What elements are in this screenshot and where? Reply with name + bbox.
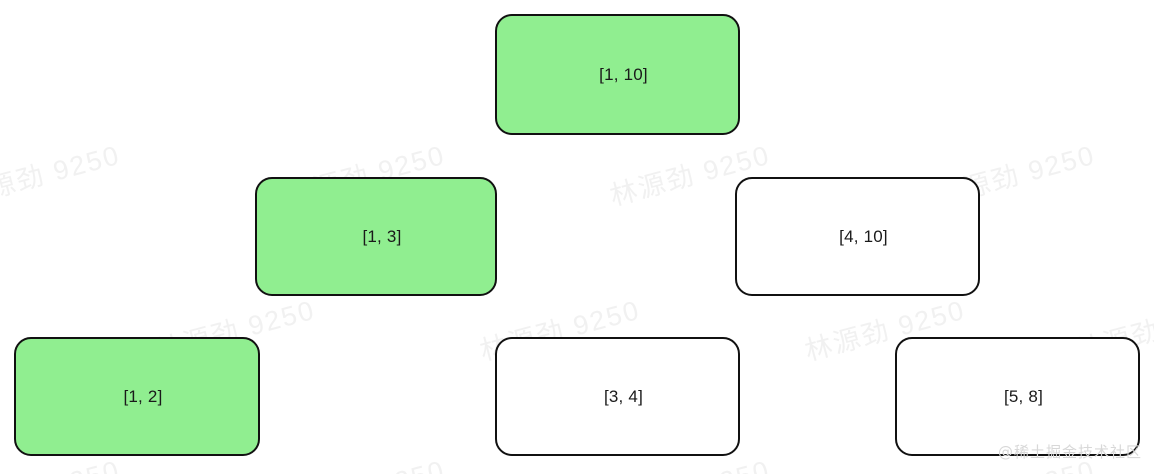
tree-node-label: [4, 10] — [839, 227, 888, 246]
tree-node-1-3[interactable]: [1, 3] — [255, 177, 497, 296]
tree-node-label: [5, 8] — [1003, 387, 1043, 406]
community-credit-watermark: @稀土掘金技术社区 — [997, 443, 1142, 461]
tree-node-label: [1, 3] — [362, 227, 402, 246]
tree-node-label: [3, 4] — [603, 387, 643, 406]
tree-node-4-10[interactable]: [4, 10] — [735, 177, 980, 296]
tree-node-label: [1, 10] — [599, 65, 648, 84]
tree-node-3-4[interactable]: [3, 4] — [495, 337, 740, 456]
tree-node-1-2[interactable]: [1, 2] — [14, 337, 260, 456]
tree-node-1-10[interactable]: [1, 10] — [495, 14, 740, 135]
tree-node-label: [1, 2] — [123, 387, 163, 406]
tree-node-5-8[interactable]: [5, 8] — [895, 337, 1140, 456]
